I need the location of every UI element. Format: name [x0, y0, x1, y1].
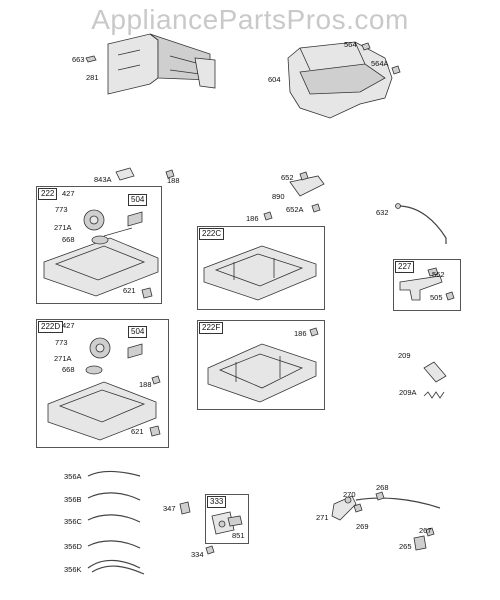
label-564a: 564A	[371, 59, 389, 68]
label-564: 564	[344, 40, 357, 49]
base-plate-222c	[203, 245, 317, 301]
label-271a-upper: 271A	[54, 223, 72, 232]
label-604: 604	[268, 75, 281, 84]
label-427-lower: 427	[62, 321, 75, 330]
label-843a: 843A	[94, 175, 112, 184]
switch-333	[211, 511, 243, 535]
base-plate-222d	[47, 337, 157, 441]
wire-632	[397, 205, 447, 244]
clip-265	[413, 535, 427, 551]
label-652: 652	[281, 173, 294, 182]
label-890: 890	[272, 192, 285, 201]
base-plate-222f	[207, 343, 317, 403]
assembly-panel-222	[36, 186, 162, 304]
screw-188a	[165, 169, 175, 179]
box-label-504-upper: 504	[128, 194, 148, 206]
blower-housing-604	[287, 41, 393, 119]
box-label-222c: 222C	[199, 228, 225, 240]
wire-harnesses-356	[87, 470, 145, 575]
label-281: 281	[86, 73, 99, 82]
label-356k: 356K	[64, 565, 82, 574]
label-356d: 356D	[64, 542, 82, 551]
label-621-upper: 621	[123, 286, 136, 295]
label-209a: 209A	[399, 388, 417, 397]
box-label-222: 222	[38, 188, 58, 200]
label-334: 334	[191, 550, 204, 559]
label-773-lower: 773	[55, 338, 68, 347]
label-270: 270	[343, 490, 356, 499]
label-267: 267	[419, 526, 432, 535]
box-label-504-lower: 504	[128, 326, 148, 338]
screw-186a	[263, 211, 273, 221]
assembly-panel-222c	[197, 226, 325, 310]
bracket-890	[289, 171, 325, 213]
label-356b: 356B	[64, 495, 82, 504]
label-271: 271	[316, 513, 329, 522]
label-347: 347	[163, 504, 176, 513]
screw-564a	[391, 65, 401, 75]
label-505: 505	[430, 293, 443, 302]
label-652a: 652A	[286, 205, 304, 214]
screw-188b	[151, 375, 161, 385]
screw-186b	[309, 327, 319, 337]
label-188-lower: 188	[139, 380, 152, 389]
box-label-222d: 222D	[38, 321, 64, 333]
screw-564	[361, 42, 371, 51]
label-186-upper: 186	[246, 214, 259, 223]
part-209	[423, 361, 447, 383]
lever-assembly-271	[331, 491, 441, 521]
box-label-333: 333	[207, 496, 227, 508]
label-663: 663	[72, 55, 85, 64]
label-773-upper: 773	[55, 205, 68, 214]
assembly-panel-222f	[197, 320, 325, 410]
screw-663	[85, 55, 97, 63]
label-851: 851	[232, 531, 245, 540]
part-347	[179, 501, 191, 515]
lever-227	[399, 267, 455, 301]
label-356a: 356A	[64, 472, 82, 481]
wire-632-end	[395, 203, 401, 209]
label-427-upper: 427	[62, 189, 75, 198]
base-plate-222	[43, 209, 159, 297]
label-268: 268	[376, 483, 389, 492]
label-632: 632	[376, 208, 389, 217]
label-668-lower: 668	[62, 365, 75, 374]
label-271a-lower: 271A	[54, 354, 72, 363]
watermark: AppliancePartsPros.com	[91, 4, 409, 35]
label-265: 265	[399, 542, 412, 551]
label-269: 269	[356, 522, 369, 531]
label-209: 209	[398, 351, 411, 360]
part-621b	[149, 425, 161, 437]
label-188-upper: 188	[167, 176, 180, 185]
assembly-panel-333	[205, 494, 249, 544]
label-562: 562	[432, 270, 445, 279]
label-186-lower: 186	[294, 329, 307, 338]
box-label-222f: 222F	[199, 322, 224, 334]
bracket-281	[107, 33, 216, 95]
label-356c: 356C	[64, 517, 82, 526]
screw-334	[205, 545, 215, 555]
part-621a	[141, 287, 153, 299]
spring-209a	[423, 391, 445, 399]
assembly-panel-227	[393, 259, 461, 311]
assembly-panel-222d	[36, 319, 169, 448]
label-668-upper: 668	[62, 235, 75, 244]
box-label-227: 227	[395, 261, 415, 273]
grommet-843a	[115, 167, 135, 181]
screw-267	[425, 527, 435, 537]
label-621-lower: 621	[131, 427, 144, 436]
